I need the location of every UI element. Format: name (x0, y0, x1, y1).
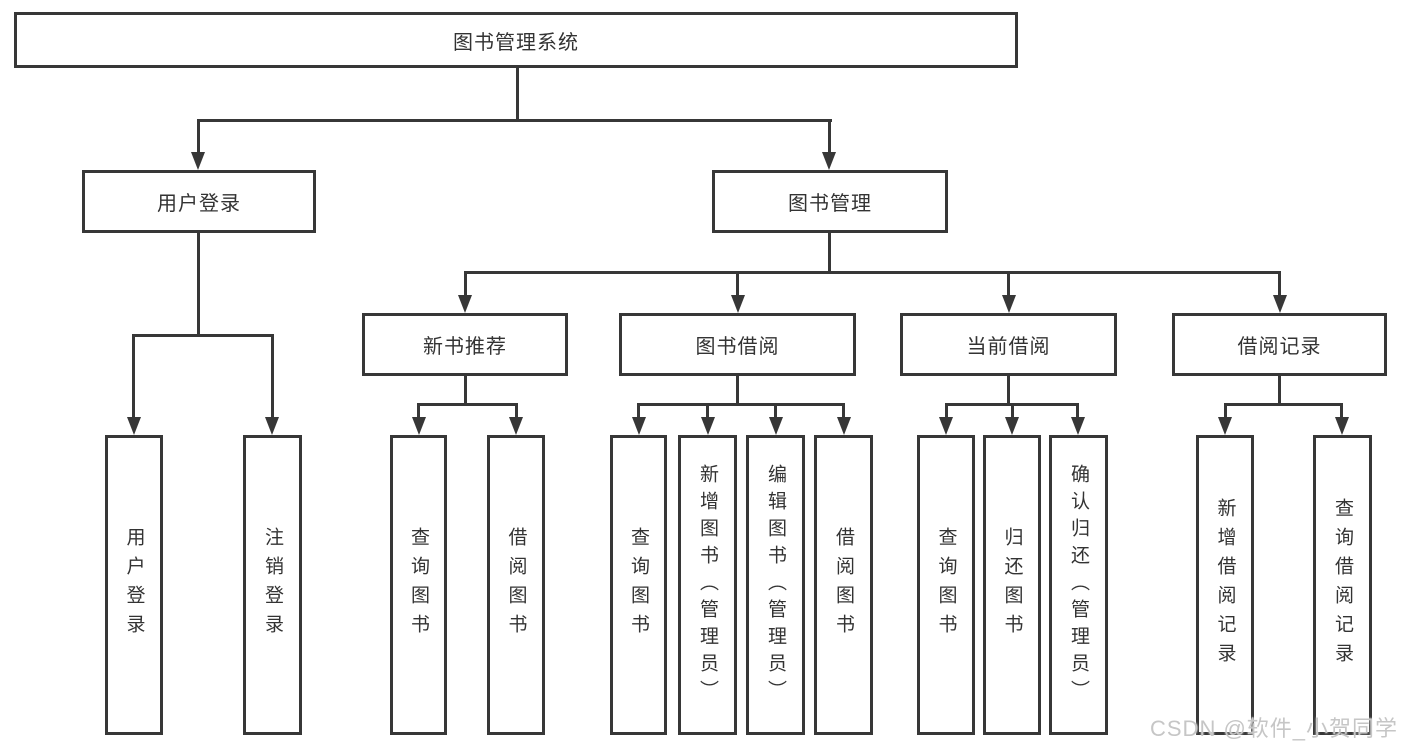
arrow-down-icon (701, 417, 715, 435)
connector-line (736, 373, 739, 406)
connector-line (271, 334, 274, 417)
node-label: 图书管理 (788, 193, 872, 215)
node-label: 图书借阅 (695, 336, 780, 358)
leaf-logout: 注销登录 (243, 435, 302, 735)
leaf-return-book: 归还图书 (983, 435, 1041, 735)
leaf-query-book-current: 查询图书 (917, 435, 975, 735)
arrow-down-icon (1071, 417, 1085, 435)
connector-line (464, 373, 467, 406)
connector-line (637, 403, 640, 417)
node-new-book-recommend: 新书推荐 (362, 313, 568, 376)
connector-line (417, 403, 518, 406)
leaf-confirm-return-admin: 确认归还（管理员） (1049, 435, 1108, 735)
arrow-down-icon (191, 152, 205, 170)
leaf-add-borrow-record: 新增借阅记录 (1196, 435, 1254, 735)
connector-line (736, 271, 739, 295)
connector-line (828, 230, 831, 274)
connector-line (1278, 271, 1281, 295)
node-label: 当前借阅 (966, 336, 1051, 358)
connector-line (945, 403, 948, 417)
connector-line (464, 271, 467, 295)
arrow-down-icon (1005, 417, 1019, 435)
connector-line (774, 403, 777, 417)
arrow-down-icon (412, 417, 426, 435)
arrow-down-icon (822, 152, 836, 170)
watermark: CSDN @软件_小贺同学 (1150, 716, 1399, 741)
leaf-borrow-book-recommend: 借阅图书 (487, 435, 545, 735)
leaf-borrow-book-borrowing: 借阅图书 (814, 435, 873, 735)
arrow-down-icon (509, 417, 523, 435)
connector-line (197, 119, 200, 152)
arrow-down-icon (1002, 295, 1016, 313)
arrow-down-icon (632, 417, 646, 435)
connector-line (1007, 271, 1010, 295)
connector-line (197, 119, 832, 122)
arrow-down-icon (731, 295, 745, 313)
node-label: 图书管理系统 (453, 31, 579, 54)
arrow-down-icon (837, 417, 851, 435)
leaf-add-book-admin: 新增图书（管理员） (678, 435, 737, 735)
arrow-down-icon (127, 417, 141, 435)
leaf-query-book-recommend: 查询图书 (390, 435, 447, 735)
connector-line (842, 403, 845, 417)
arrow-down-icon (939, 417, 953, 435)
node-label: 用户登录 (157, 193, 241, 215)
arrow-down-icon (1335, 417, 1349, 435)
arrow-down-icon (265, 417, 279, 435)
leaf-edit-book-admin: 编辑图书（管理员） (746, 435, 805, 735)
node-book-management: 图书管理 (712, 170, 948, 233)
node-label: 新书推荐 (423, 336, 507, 358)
node-library-management-system: 图书管理系统 (14, 12, 1018, 68)
connector-line (1224, 403, 1343, 406)
connector-line (132, 334, 135, 417)
leaf-query-book-borrowing: 查询图书 (610, 435, 667, 735)
node-user-login: 用户登录 (82, 170, 316, 233)
connector-line (464, 271, 1281, 274)
connector-line (417, 403, 420, 417)
node-borrowing-records: 借阅记录 (1172, 313, 1387, 376)
node-current-borrowing: 当前借阅 (900, 313, 1117, 376)
connector-line (1224, 403, 1227, 417)
connector-line (1011, 403, 1014, 417)
arrow-down-icon (1218, 417, 1232, 435)
node-label: 借阅记录 (1237, 336, 1322, 358)
connector-line (1278, 373, 1281, 406)
connector-line (1076, 403, 1079, 417)
node-book-borrowing: 图书借阅 (619, 313, 856, 376)
arrow-down-icon (458, 295, 472, 313)
leaf-user-login: 用户登录 (105, 435, 163, 735)
connector-line (132, 334, 274, 337)
connector-line (637, 403, 845, 406)
connector-line (1340, 403, 1343, 417)
leaf-query-borrow-record: 查询借阅记录 (1313, 435, 1372, 735)
connector-line (516, 66, 519, 122)
arrow-down-icon (1273, 295, 1287, 313)
connector-line (828, 119, 831, 152)
connector-line (197, 230, 200, 337)
connector-line (515, 403, 518, 417)
arrow-down-icon (769, 417, 783, 435)
connector-line (1007, 373, 1010, 406)
connector-line (706, 403, 709, 417)
